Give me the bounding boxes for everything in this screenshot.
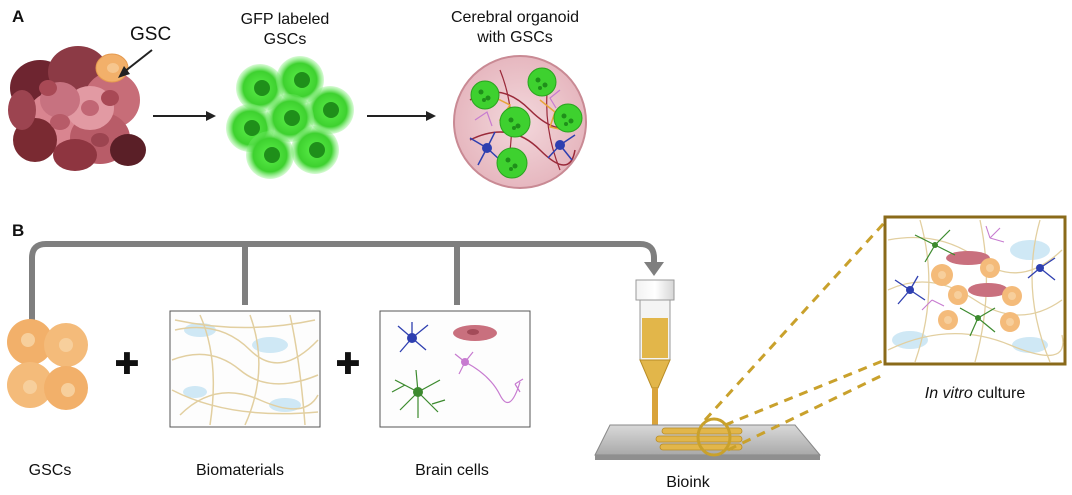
- gsc-cluster-illustration: [7, 319, 88, 410]
- bioprinter-syringe-illustration: [635, 279, 675, 428]
- gfp-label-line1: GFP labeled: [241, 11, 330, 28]
- biomaterials-illustration: [169, 310, 321, 428]
- connector-arrowhead: [644, 262, 664, 276]
- plus-icon: ✚: [335, 347, 360, 382]
- tumor-mass-illustration: [8, 46, 146, 171]
- organoid-label-line2: with GSCs: [476, 29, 553, 46]
- panel-a-letter: A: [12, 7, 24, 26]
- gfp-labeled-gsc-cluster: [226, 56, 354, 179]
- plus-icon: ✚: [114, 347, 139, 382]
- printing-slide-illustration: [594, 417, 822, 460]
- bioink-label: Bioink: [666, 474, 711, 491]
- brain-cells-illustration: [379, 310, 531, 428]
- arrow-to-organoid: [367, 111, 436, 121]
- gsc-label: GSC: [130, 24, 171, 45]
- biomaterials-label: Biomaterials: [196, 462, 284, 479]
- brain-cells-label: Brain cells: [415, 462, 489, 479]
- cerebral-organoid-illustration: [453, 55, 587, 189]
- in-vitro-italic: In vitro: [925, 385, 973, 402]
- gscs-label: GSCs: [29, 462, 72, 479]
- panel-b-letter: B: [12, 221, 24, 240]
- organoid-label-line1: Cerebral organoid: [451, 9, 579, 26]
- gfp-label-line2: GSCs: [264, 31, 307, 48]
- gsc-pointer-arrow: [118, 49, 153, 78]
- zoom-dashed-lines: [703, 220, 887, 452]
- in-vitro-culture-label: In vitro culture: [925, 385, 1026, 402]
- combine-connector-arrow: [29, 241, 657, 320]
- arrow-to-gfp: [153, 111, 216, 121]
- in-vitro-culture-illustration: [883, 215, 1067, 366]
- culture-word: culture: [973, 385, 1026, 402]
